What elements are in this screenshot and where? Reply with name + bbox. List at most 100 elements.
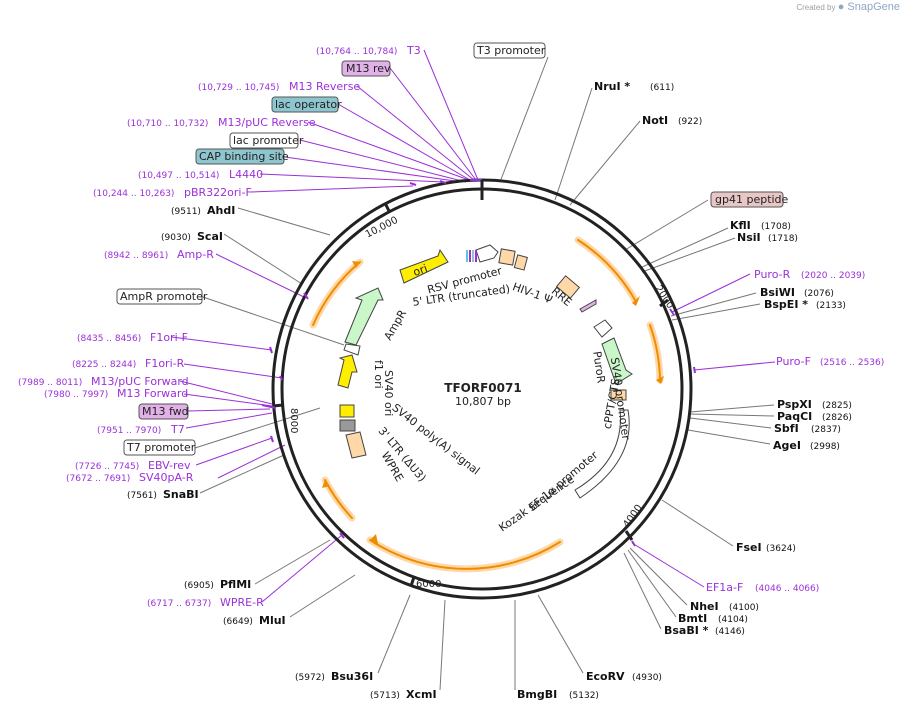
orf-arrowheads (322, 261, 664, 544)
sv40pa-feature (339, 404, 355, 418)
primer-puro-f[interactable]: Puro-F (2516 .. 2536) (776, 355, 884, 368)
svg-text:(4146): (4146) (715, 627, 745, 637)
primer-pbr322-ori-f[interactable]: (10,244 .. 10,263) pBR322ori-F (93, 186, 252, 199)
svg-text:(9511): (9511) (171, 207, 201, 217)
svg-text:SnaBI: SnaBI (163, 488, 199, 501)
boxed-labels: T3 promoter M13 rev lac operator lac pro… (116, 42, 789, 456)
site-snabi[interactable]: (7561) SnaBI (127, 488, 199, 501)
site-agei[interactable]: AgeI (2998) (773, 439, 840, 452)
t7-promoter-box[interactable]: T7 promoter (123, 439, 196, 456)
primer-puro-r[interactable]: Puro-R (2020 .. 2039) (754, 268, 865, 281)
primer-t3[interactable]: (10,764 .. 10,784) T3 (316, 44, 421, 57)
site-sbfi[interactable]: SbfI (2837) (774, 422, 841, 435)
site-pspxi[interactable]: PspXI (2825) (777, 398, 852, 411)
primer-amp-r[interactable]: (8942 .. 8961) Amp-R (104, 248, 214, 261)
site-bsiwi[interactable]: BsiWI (2076) (760, 286, 834, 299)
svg-text:(7726 .. 7745): (7726 .. 7745) (75, 462, 139, 472)
svg-text:(611): (611) (650, 83, 674, 93)
snapgene-brand: Created by ● SnapGene (796, 1, 900, 13)
site-ecorv[interactable]: EcoRV (4930) (586, 670, 662, 683)
rre-feature (555, 275, 581, 299)
svg-text:(5713): (5713) (370, 691, 400, 701)
site-pflmi[interactable]: (6905) PflMI (184, 578, 251, 591)
site-ahdi[interactable]: (9511) AhdI (171, 204, 235, 217)
svg-text:NsiI: NsiI (737, 231, 761, 244)
svg-text:(8435 .. 8456): (8435 .. 8456) (77, 334, 141, 344)
gp41-box[interactable]: gp41 peptide (710, 191, 789, 208)
site-bsabi[interactable]: BsaBI * (4146) (664, 624, 745, 637)
primer-wpre-r[interactable]: (6717 .. 6737) WPRE-R (147, 596, 264, 609)
site-noti[interactable]: NotI (922) (642, 114, 702, 127)
svg-text:AgeI: AgeI (773, 439, 801, 452)
m13-rev-box[interactable]: M13 rev (341, 60, 391, 77)
svg-text:(6717 .. 6737): (6717 .. 6737) (147, 599, 211, 609)
site-paqci[interactable]: PaqCI (2826) (777, 410, 852, 423)
site-nsii[interactable]: NsiI (1718) (737, 231, 798, 244)
svg-text:(1708): (1708) (761, 222, 791, 232)
lac-operator-box[interactable]: lac operator (271, 96, 342, 113)
site-fsei[interactable]: FseI (3624) (736, 541, 796, 554)
primer-m13-puc-reverse[interactable]: (10,710 .. 10,732) M13/pUC Reverse (127, 116, 316, 129)
primer-t7[interactable]: (7951 .. 7970) T7 (97, 423, 185, 436)
svg-text:(4930): (4930) (632, 673, 662, 683)
site-nhei[interactable]: NheI (4100) (690, 600, 759, 613)
primer-ebv-rev[interactable]: (7726 .. 7745) EBV-rev (75, 459, 191, 472)
svg-text:(5132): (5132) (569, 691, 599, 701)
sv40ori-feature (337, 354, 358, 389)
ampr-label: AmpR (382, 307, 410, 342)
site-kfli[interactable]: KflI (1708) (730, 219, 791, 232)
svg-text:Amp-R: Amp-R (177, 248, 214, 261)
svg-text:(10,244 .. 10,263): (10,244 .. 10,263) (93, 189, 174, 199)
svg-text:(10,497 .. 10,514): (10,497 .. 10,514) (138, 171, 219, 181)
svg-text:(2825): (2825) (822, 401, 852, 411)
ampr-feature (344, 287, 384, 346)
svg-text:M13 Forward: M13 Forward (117, 387, 188, 400)
lac-promoter-box[interactable]: lac promoter (229, 132, 304, 149)
primer-ef1a-f[interactable]: EF1a-F (4046 .. 4066) (706, 581, 819, 594)
ori-label: ori (411, 262, 429, 279)
sv40ori-label: SV40 ori (382, 370, 395, 416)
svg-text:WPRE-R: WPRE-R (220, 596, 264, 609)
site-bspei[interactable]: BspEI * (2133) (764, 298, 846, 311)
primer-f1ori-r[interactable]: (8225 .. 8244) F1ori-R (72, 357, 185, 370)
site-mlui[interactable]: (6649) MluI (223, 614, 286, 627)
primer-m13-forward[interactable]: (7980 .. 7997) M13 Forward (44, 387, 188, 400)
primer-l4440[interactable]: (10,497 .. 10,514) L4440 (138, 168, 263, 181)
svg-text:(7561): (7561) (127, 491, 157, 501)
site-xcmi[interactable]: (5713) XcmI (370, 688, 437, 701)
snapgene-logo: ● SnapGene (837, 1, 900, 13)
svg-text:lac promoter: lac promoter (233, 134, 304, 147)
cap-site-box[interactable]: CAP binding site (195, 148, 289, 165)
primer-m13-puc-forward[interactable]: (7989 .. 8011) M13/pUC Forward (18, 375, 189, 388)
m13-fwd-box[interactable]: M13 fwd (138, 403, 189, 420)
svg-text:(2020 .. 2039): (2020 .. 2039) (801, 271, 865, 281)
svg-text:ScaI: ScaI (197, 230, 223, 243)
site-nrui[interactable]: NruI * (611) (594, 80, 674, 93)
plasmid-length: 10,807 bp (455, 395, 511, 408)
enzyme-leader-lines (194, 56, 775, 691)
ampr-promoter-box[interactable]: AmpR promoter (116, 288, 208, 305)
svg-text:gp41 peptide: gp41 peptide (715, 193, 789, 206)
svg-text:PflMI: PflMI (220, 578, 251, 591)
primer-sv40pa-r[interactable]: (7672 .. 7691) SV40pA-R (66, 471, 194, 484)
primer-f1ori-f[interactable]: (8435 .. 8456) F1ori-F (77, 331, 188, 344)
svg-text:(10,764 .. 10,784): (10,764 .. 10,784) (316, 47, 397, 57)
svg-text:F1ori-R: F1ori-R (145, 357, 185, 370)
svg-text:(6905): (6905) (184, 581, 214, 591)
svg-text:CAP binding site: CAP binding site (199, 150, 289, 163)
ltr3-feature (339, 419, 356, 432)
svg-text:Puro-R: Puro-R (754, 268, 791, 281)
primer-m13-reverse[interactable]: (10,729 .. 10,745) M13 Reverse (198, 80, 360, 93)
site-bsu36i[interactable]: (5972) Bsu36I (295, 670, 373, 683)
rsv-feature (475, 244, 499, 263)
svg-text:EF1a-F: EF1a-F (706, 581, 743, 594)
svg-text:lac operator: lac operator (275, 98, 342, 111)
svg-text:BsaBI *: BsaBI * (664, 624, 709, 637)
svg-text:(10,710 .. 10,732): (10,710 .. 10,732) (127, 119, 208, 129)
t3-promoter-box[interactable]: T3 promoter (473, 42, 546, 59)
site-scai[interactable]: (9030) ScaI (161, 230, 223, 243)
svg-text:F1ori-F: F1ori-F (150, 331, 188, 344)
site-bmgbi[interactable]: BmgBI (5132) (517, 688, 599, 701)
f1ori-label: f1 ori (372, 360, 385, 389)
site-bmti[interactable]: BmtI (4104) (678, 612, 748, 625)
